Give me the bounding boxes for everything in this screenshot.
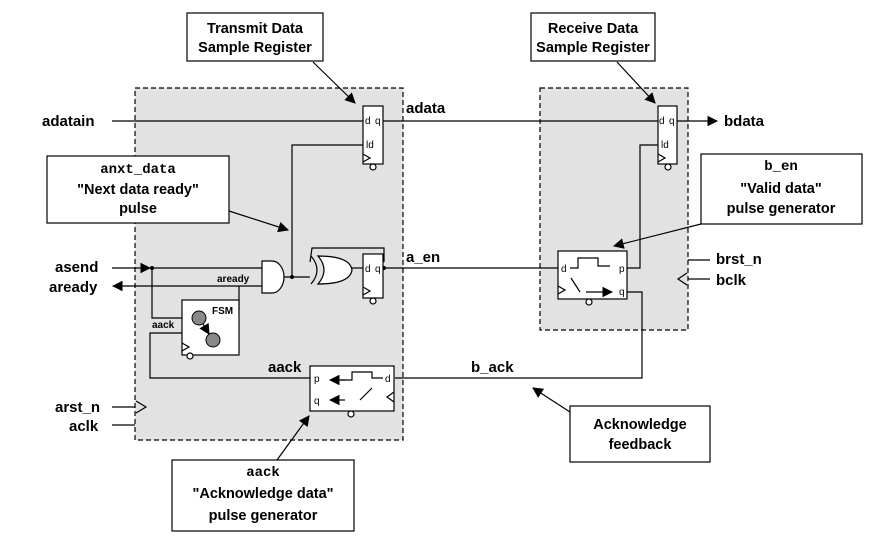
signal-labels: adatain adata bdata asend aready aready … — [42, 100, 765, 435]
callout-b-en: b_en "Valid data" pulse generator — [700, 153, 863, 225]
pin-q: q — [375, 264, 381, 275]
svg-text:feedback: feedback — [609, 437, 673, 453]
signal-aready: aready — [49, 279, 98, 296]
signal-asend: asend — [55, 259, 98, 276]
b-en-pulse-generator: d p q — [557, 250, 628, 306]
pin-d: d — [365, 264, 371, 275]
b-en-callout-arrow — [612, 223, 702, 249]
signal-bclk: bclk — [716, 272, 747, 289]
pin-ld: ld — [661, 140, 669, 151]
pin-ld: ld — [366, 140, 374, 151]
pin-d: d — [561, 264, 567, 275]
callout-anxt-data: anxt_data "Next data ready" pulse — [46, 155, 230, 224]
signal-adatain: adatain — [42, 113, 95, 130]
wires — [111, 61, 719, 461]
svg-text:pulse generator: pulse generator — [727, 201, 836, 217]
xor-gate — [310, 255, 353, 285]
a-en-flip-flop: d q — [362, 253, 384, 305]
svg-text:Sample Register: Sample Register — [198, 40, 312, 56]
svg-text:anxt_data: anxt_data — [100, 162, 176, 178]
svg-text:pulse generator: pulse generator — [209, 508, 318, 524]
callout-acknowledge-feedback: Acknowledge feedback — [569, 405, 711, 463]
svg-text:Transmit Data: Transmit Data — [207, 21, 304, 37]
callout-transmit-register: Transmit Data Sample Register — [186, 12, 324, 62]
signal-aclk: aclk — [69, 418, 99, 435]
pin-p: p — [619, 264, 625, 275]
ack-callout-arrow — [532, 387, 571, 413]
aack-callout-arrow — [276, 415, 310, 461]
xor-feedback-wire — [309, 247, 385, 263]
transmit-data-register: d q ld — [362, 105, 384, 171]
pin-d: d — [659, 116, 665, 127]
pin-q: q — [669, 116, 675, 127]
pulse-waveform-icon — [340, 371, 383, 381]
pin-p: p — [314, 374, 320, 385]
svg-text:"Next data ready": "Next data ready" — [77, 182, 199, 198]
receive-data-register: d q ld — [657, 105, 678, 171]
signal-adata: adata — [406, 100, 446, 117]
and-gate — [261, 260, 285, 294]
pulse-waveform-icon — [570, 257, 610, 269]
anxt-callout-arrow — [228, 210, 290, 233]
b-en-ld-wire — [627, 144, 658, 269]
pin-d: d — [385, 374, 391, 385]
signal-arst-n: arst_n — [55, 399, 100, 416]
fsm-state-icon — [205, 332, 221, 348]
svg-text:Sample Register: Sample Register — [536, 40, 650, 56]
signal-bdata: bdata — [724, 113, 765, 130]
signal-aack: aack — [268, 359, 302, 376]
svg-text:Acknowledge: Acknowledge — [593, 417, 686, 433]
aack-pulse-generator: p q d — [309, 365, 395, 418]
anxt-data-ld-wire — [291, 144, 363, 266]
aclk-clock-symbol — [135, 400, 148, 414]
callout-receive-register: Receive Data Sample Register — [530, 12, 656, 62]
signal-b-ack: b_ack — [471, 359, 514, 376]
pin-q: q — [375, 116, 381, 127]
transmit-callout-arrow — [312, 61, 356, 104]
svg-text:aack: aack — [246, 465, 280, 481]
asend-to-fsm-wire — [151, 268, 182, 319]
pin-d: d — [365, 116, 371, 127]
receive-callout-arrow — [616, 61, 656, 104]
signal-aack-internal: aack — [152, 320, 175, 331]
svg-text:Receive Data: Receive Data — [548, 21, 639, 37]
signal-brst-n: brst_n — [716, 251, 762, 268]
svg-text:"Acknowledge data": "Acknowledge data" — [192, 486, 333, 502]
svg-text:pulse: pulse — [119, 201, 157, 217]
pin-q: q — [314, 396, 320, 407]
svg-text:"Valid data": "Valid data" — [740, 181, 821, 197]
fsm-state-icon — [191, 310, 207, 326]
signal-aready-internal: aready — [217, 274, 250, 285]
callout-aack: aack "Acknowledge data" pulse generator — [171, 459, 355, 532]
b-ack-wire — [395, 291, 643, 379]
pin-q: q — [619, 287, 625, 298]
bclk-clock-symbol — [676, 272, 688, 286]
signal-a-en: a_en — [406, 249, 440, 266]
aack-feedback-wire — [149, 332, 310, 379]
fsm-label: FSM — [212, 306, 233, 317]
fsm-block: FSM — [181, 299, 240, 360]
svg-text:b_en: b_en — [764, 159, 798, 175]
